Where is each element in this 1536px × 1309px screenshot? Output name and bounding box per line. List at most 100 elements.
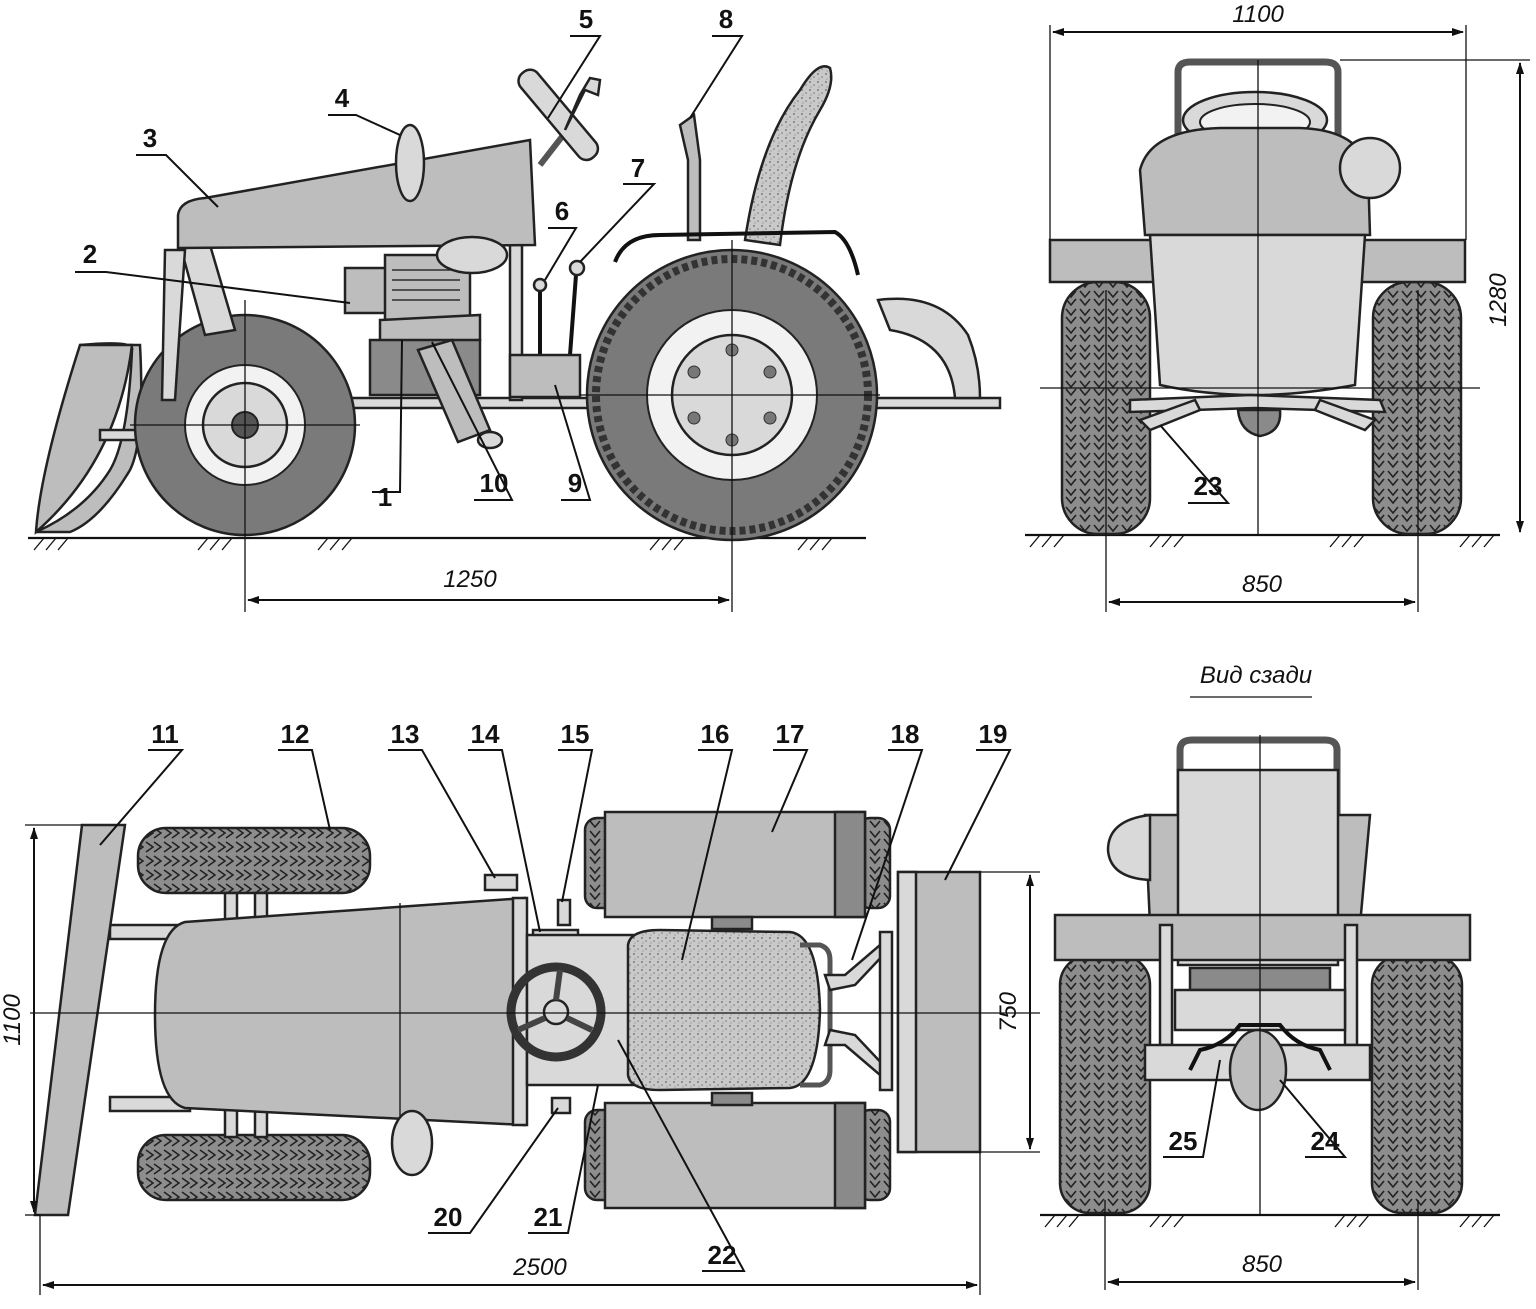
rear-view-caption: Вид сзади: [1200, 662, 1312, 689]
front-hood: [1138, 126, 1372, 237]
top-steering-wheel: [506, 962, 606, 1062]
callout-14: 14: [471, 719, 500, 749]
leader-20: [428, 1107, 559, 1234]
side-hood: [176, 138, 537, 250]
top-front-right-tire: [136, 1133, 372, 1202]
leader-22: [617, 1039, 746, 1272]
top-left-axle-stub: [710, 915, 754, 931]
leader-4: [328, 114, 401, 136]
top-seat-rail: [800, 942, 833, 1088]
side-engine-carb: [343, 266, 392, 315]
top-seat: [626, 928, 822, 1092]
rear-headlight: [1106, 813, 1152, 882]
top-steering-hub: [542, 998, 570, 1026]
side-exhaust-tip: [563, 76, 602, 131]
side-fuel-tank: [435, 235, 509, 275]
top-steering-spokes: [516, 969, 594, 1033]
callout-19: 19: [979, 719, 1008, 749]
top-right-fender: [603, 1101, 867, 1210]
callout-6: 6: [555, 196, 569, 226]
callout-8: 8: [719, 4, 733, 34]
callout-7: 7: [631, 153, 645, 183]
leader-1: [372, 339, 403, 493]
side-lever-7: [568, 274, 578, 356]
leader-24: [1279, 1079, 1348, 1158]
dim-top-length: 2500: [512, 1254, 567, 1281]
rear-right-tire: [1370, 953, 1464, 1215]
leader-25: [1163, 1059, 1221, 1158]
leader-23: [1159, 424, 1231, 504]
top-headlight: [390, 1109, 434, 1177]
top-rear-blade-edge: [896, 870, 918, 1154]
callout-16: 16: [701, 719, 730, 749]
callout-9: 9: [568, 468, 582, 498]
top-pedal-15: [556, 898, 572, 927]
front-ground-hatch: [1029, 534, 1495, 548]
leader-6: [544, 227, 578, 281]
callout-5: 5: [579, 4, 593, 34]
callout-25: 25: [1169, 1126, 1198, 1156]
rear-view: Вид сзади: [1040, 662, 1500, 1290]
leader-7: [579, 183, 657, 263]
dim-wheelbase: 1250: [443, 566, 497, 593]
callout-17: 17: [776, 719, 805, 749]
leader-13: [388, 749, 496, 879]
top-hitch-bar: [878, 930, 894, 1092]
side-seat-post: [678, 112, 702, 242]
callout-2: 2: [83, 239, 97, 269]
leader-12: [278, 749, 331, 831]
rear-differential: [1228, 1028, 1288, 1112]
side-rear-hitch: [876, 297, 982, 400]
callout-21: 21: [534, 1202, 563, 1232]
top-right-axle-stub: [710, 1091, 754, 1107]
leader-18: [851, 749, 924, 961]
dim-top-width: 1100: [0, 994, 26, 1046]
top-bracket-13: [483, 873, 519, 892]
top-right-fender-end: [833, 1101, 867, 1210]
top-left-fender: [603, 810, 867, 919]
side-fender-rail: [613, 229, 860, 276]
leader-14: [468, 749, 541, 933]
top-hood: [153, 896, 527, 1127]
front-skid: [1236, 408, 1282, 438]
callout-22: 22: [708, 1240, 737, 1270]
callout-11: 11: [151, 719, 179, 749]
rear-blade-bar: [1053, 913, 1472, 962]
side-seat: [743, 65, 833, 247]
side-engine-fins: [392, 269, 460, 301]
top-bracket-20: [550, 1096, 572, 1115]
rear-right-upright: [1343, 923, 1359, 1047]
top-hitch-link-lower: [823, 1028, 890, 1077]
side-hood-front-strut: [178, 243, 237, 337]
side-gearbox: [508, 353, 582, 399]
callout-18: 18: [891, 719, 920, 749]
leader-19: [944, 749, 1012, 881]
top-dozer-blade: [33, 823, 127, 1217]
top-callouts: 11 12 13 14 15 16 17 18 19 20 21 22: [99, 719, 1012, 1272]
callout-12: 12: [281, 719, 310, 749]
side-ground-hatch: [33, 537, 833, 551]
rear-roll-bar: [1176, 736, 1341, 820]
side-rear-hub-bolts: [687, 343, 777, 447]
side-view: 1250 1 2 3 4 5 6 7 8 9 10: [28, 4, 1002, 612]
front-left-linkage: [1137, 398, 1202, 432]
dim-rear-track: 850: [1242, 1251, 1283, 1278]
rear-left-tire: [1058, 953, 1152, 1215]
front-view: 1100 1280 850 23: [1025, 1, 1530, 612]
front-right-linkage: [1313, 398, 1378, 432]
side-blade-face: [34, 343, 134, 535]
callout-24: 24: [1311, 1126, 1340, 1156]
top-view: 1100 750 2500 11 12 13 14 15 16 17 18 1: [0, 719, 1040, 1295]
callout-15: 15: [561, 719, 590, 749]
top-left-fender-end: [833, 810, 867, 919]
leader-11: [99, 749, 185, 846]
leader-17: [771, 749, 809, 833]
leader-9: [554, 384, 592, 501]
side-headlight: [394, 123, 426, 203]
dim-front-height: 1280: [1485, 273, 1512, 327]
side-callouts: 1 2 3 4 5 6 7 8 9 10: [75, 4, 744, 512]
side-lever-7-knob: [568, 259, 586, 277]
leader-15: [558, 749, 594, 903]
side-lever-6-knob: [532, 277, 548, 293]
front-headlight: [1338, 136, 1402, 200]
